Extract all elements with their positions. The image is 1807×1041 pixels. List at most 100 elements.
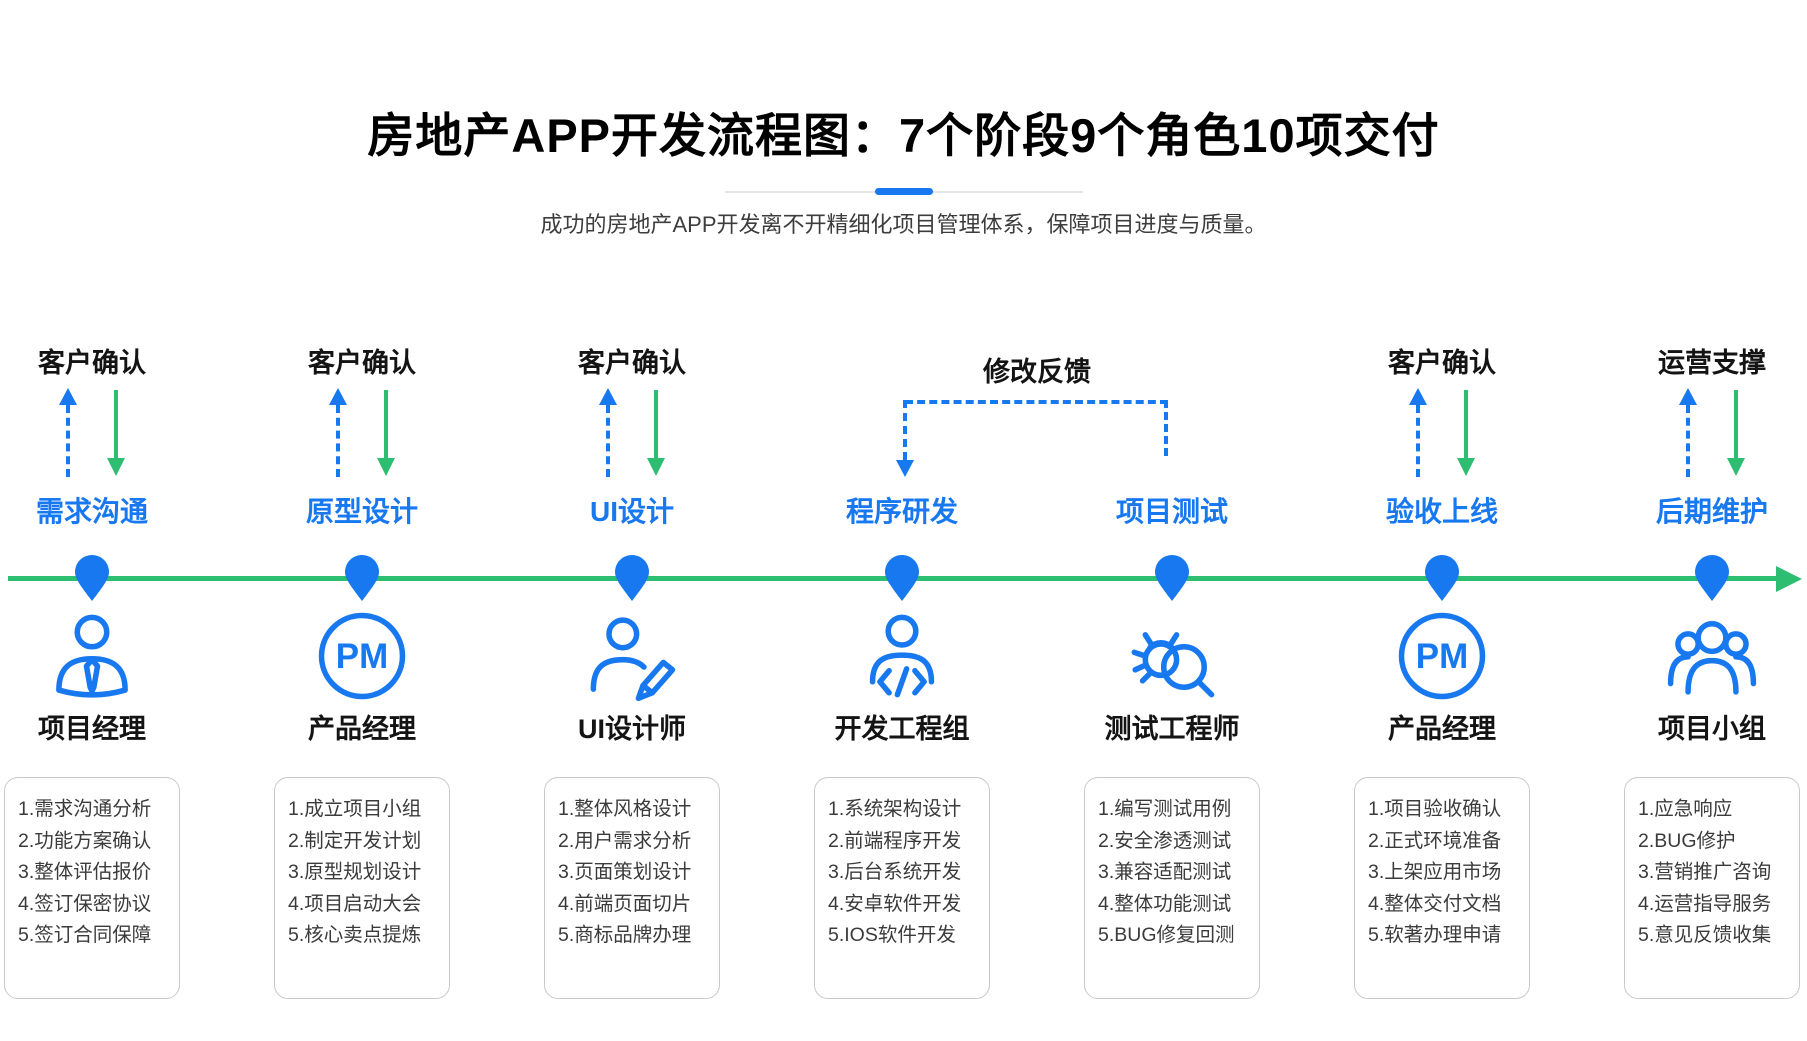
- task-item: 1.需求沟通分析: [18, 798, 152, 820]
- divider-accent: [874, 188, 933, 195]
- task-item: 1.整体风格设计: [558, 798, 692, 820]
- task-item: 1.应急响应: [1638, 798, 1733, 820]
- svg-text:PM: PM: [336, 637, 388, 676]
- task-item: 4.安卓软件开发: [828, 892, 962, 915]
- confirm-label: 客户确认: [578, 348, 686, 378]
- down-arrow-icon: [647, 458, 665, 476]
- team-group-icon: [1664, 608, 1760, 704]
- pm-badge-icon: PM: [1394, 608, 1490, 704]
- feedback-bracket-right: [1164, 400, 1168, 456]
- title-divider: [724, 188, 1083, 196]
- task-item: 3.上架应用市场: [1368, 861, 1502, 883]
- task-item: 5.核心卖点提炼: [288, 924, 422, 946]
- task-item: 5.BUG修复回测: [1098, 924, 1235, 946]
- confirm-label: 客户确认: [1388, 348, 1496, 378]
- task-item: 1.编写测试用例: [1098, 798, 1232, 820]
- down-arrow-icon: [377, 458, 395, 476]
- task-item: 1.成立项目小组: [288, 798, 422, 820]
- map-pin-icon: [74, 554, 110, 602]
- stage-column: 客户确认 UI设计 UI设计师 1.整体风格设计 2.用户需求分析 3.页面策划设计…: [544, 340, 720, 1020]
- up-dashed-arrow-icon: [1679, 388, 1697, 405]
- confirm-label: 客户确认: [38, 348, 146, 378]
- map-pin-icon: [344, 554, 380, 602]
- task-item: 3.整体评估报价: [18, 861, 152, 883]
- down-arrow-icon: [1727, 458, 1745, 476]
- arrow-pair: [1354, 388, 1530, 480]
- task-item: 4.整体交付文档: [1368, 892, 1502, 915]
- map-pin-icon: [614, 554, 650, 602]
- task-list-box: 1.需求沟通分析 2.功能方案确认 3.整体评估报价 4.签订保密协议 5.签订合同保障: [4, 777, 180, 999]
- role-name-label: 产品经理: [1388, 714, 1496, 744]
- pm-badge-icon: PM: [314, 608, 410, 704]
- stage-name-label: UI设计: [589, 496, 674, 527]
- down-arrow-icon: [1457, 458, 1475, 476]
- bug-test-icon: [1124, 608, 1220, 704]
- role-name-label: 项目小组: [1658, 714, 1766, 744]
- confirm-label: 运营支撑: [1658, 348, 1766, 378]
- stage-name-label: 需求沟通: [35, 496, 148, 527]
- up-dashed-arrow-icon: [1409, 388, 1427, 405]
- role-name-label: UI设计师: [578, 714, 686, 744]
- up-dashed-arrow-icon: [599, 388, 617, 405]
- down-arrow-icon: [107, 458, 125, 476]
- map-pin-icon: [884, 554, 920, 602]
- up-dashed-arrow-icon: [329, 388, 347, 405]
- task-item: 4.前端页面切片: [558, 892, 692, 915]
- task-item: 2.安全渗透测试: [1098, 829, 1232, 852]
- task-item: 2.功能方案确认: [18, 829, 152, 852]
- role-name-label: 测试工程师: [1104, 714, 1240, 744]
- task-item: 4.运营指导服务: [1638, 892, 1772, 915]
- task-item: 5.签订合同保障: [18, 924, 152, 946]
- stage-name-label: 原型设计: [305, 496, 418, 527]
- task-item: 2.正式环境准备: [1368, 829, 1502, 852]
- up-dashed-arrow-shaft: [1416, 405, 1420, 477]
- person-tie-icon: [44, 608, 140, 704]
- map-pin-icon: [1424, 554, 1460, 602]
- feedback-arrow-icon: [896, 460, 914, 477]
- up-dashed-arrow-shaft: [1686, 405, 1690, 477]
- ui-designer-icon: [584, 608, 680, 704]
- map-pin-icon: [1694, 554, 1730, 602]
- role-name-label: 产品经理: [308, 714, 416, 744]
- map-pin-icon: [1154, 554, 1190, 602]
- arrow-pair: [4, 388, 180, 480]
- stage-column: 客户确认 需求沟通 项目经理 1.需求沟通分析 2.功能方案确认 3.整体评估报价 4…: [4, 340, 180, 1020]
- down-arrow-shaft: [1464, 390, 1468, 458]
- task-item: 3.页面策划设计: [558, 861, 692, 883]
- stage-name-label: 程序研发: [845, 496, 958, 527]
- task-item: 3.兼容适配测试: [1098, 861, 1232, 883]
- arrow-pair: [1624, 388, 1800, 480]
- task-item: 2.制定开发计划: [288, 829, 422, 852]
- svg-text:PM: PM: [1416, 637, 1468, 676]
- task-item: 4.签订保密协议: [18, 892, 152, 915]
- task-list-box: 1.成立项目小组 2.制定开发计划 3.原型规划设计 4.项目启动大会 5.核心卖点提炼: [274, 777, 450, 999]
- role-name-label: 项目经理: [38, 714, 146, 744]
- task-item: 3.原型规划设计: [288, 861, 422, 883]
- timeline-arrow-icon: [1776, 566, 1802, 592]
- up-dashed-arrow-shaft: [66, 405, 70, 477]
- task-item: 1.项目验收确认: [1368, 798, 1502, 820]
- task-item: 3.后台系统开发: [828, 861, 962, 883]
- task-item: 2.前端程序开发: [828, 829, 962, 852]
- down-arrow-shaft: [384, 390, 388, 458]
- task-item: 4.项目启动大会: [288, 892, 422, 915]
- task-item: 2.用户需求分析: [558, 829, 692, 852]
- up-dashed-arrow-shaft: [606, 405, 610, 477]
- task-item: 5.IOS软件开发: [828, 924, 956, 946]
- task-item: 5.意见反馈收集: [1638, 924, 1772, 946]
- up-dashed-arrow-shaft: [336, 405, 340, 477]
- down-arrow-shaft: [654, 390, 658, 458]
- feedback-label: 修改反馈: [983, 357, 1091, 387]
- page-title: 房地产APP开发流程图：7个阶段9个角色10项交付: [367, 109, 1440, 162]
- stage-column: 客户确认 原型设计 PM 产品经理 1.成立项目小组 2.制定开发计划 3.原型规划…: [274, 340, 450, 1020]
- confirm-label: 客户确认: [308, 348, 416, 378]
